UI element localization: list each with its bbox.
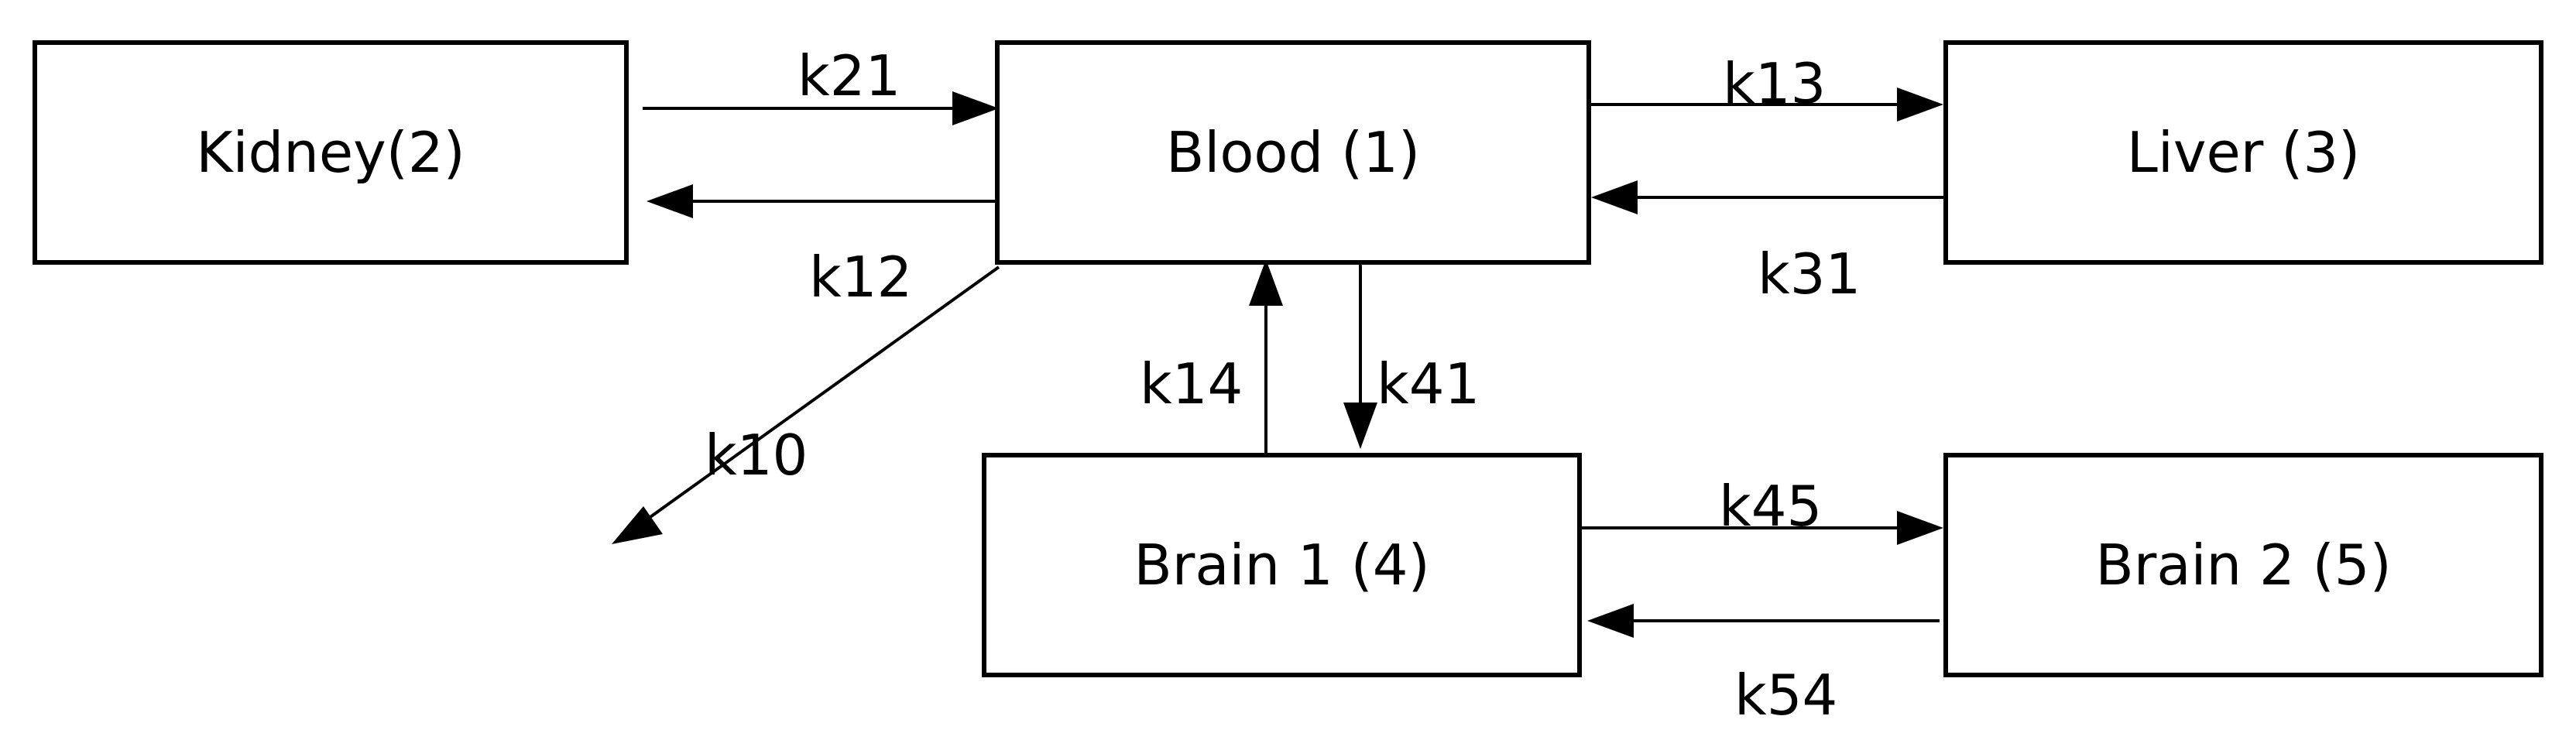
arrowhead-k45	[1897, 511, 1943, 545]
rate-label-k14: k14	[1140, 351, 1243, 416]
liver-compartment: Liver (3)	[1943, 40, 2543, 265]
kidney-compartment: Kidney(2)	[33, 40, 629, 265]
rate-label-k10: k10	[705, 423, 808, 488]
rate-label-k13: k13	[1723, 51, 1827, 116]
arrowhead-k31	[1591, 180, 1638, 214]
rate-label-k12: k12	[809, 245, 913, 310]
arrowhead-k12	[647, 184, 693, 218]
arrowhead-k13	[1897, 87, 1943, 122]
rate-label-k21: k21	[797, 43, 901, 108]
arrowhead-k54	[1587, 604, 1634, 638]
blood-compartment: Blood (1)	[995, 40, 1591, 265]
arrowhead-k10	[612, 506, 663, 544]
arrow-k10	[641, 266, 1000, 524]
rate-label-k31: k31	[1758, 242, 1861, 307]
arrowhead-k21	[952, 91, 999, 125]
arrowhead-k41	[1343, 403, 1377, 449]
brain1-compartment: Brain 1 (4)	[982, 453, 1582, 677]
rate-label-k45: k45	[1719, 474, 1823, 539]
rate-label-k41: k41	[1377, 351, 1480, 416]
arrowhead-k14	[1249, 259, 1283, 306]
rate-label-k54: k54	[1734, 663, 1838, 728]
brain2-compartment: Brain 2 (5)	[1943, 453, 2543, 677]
